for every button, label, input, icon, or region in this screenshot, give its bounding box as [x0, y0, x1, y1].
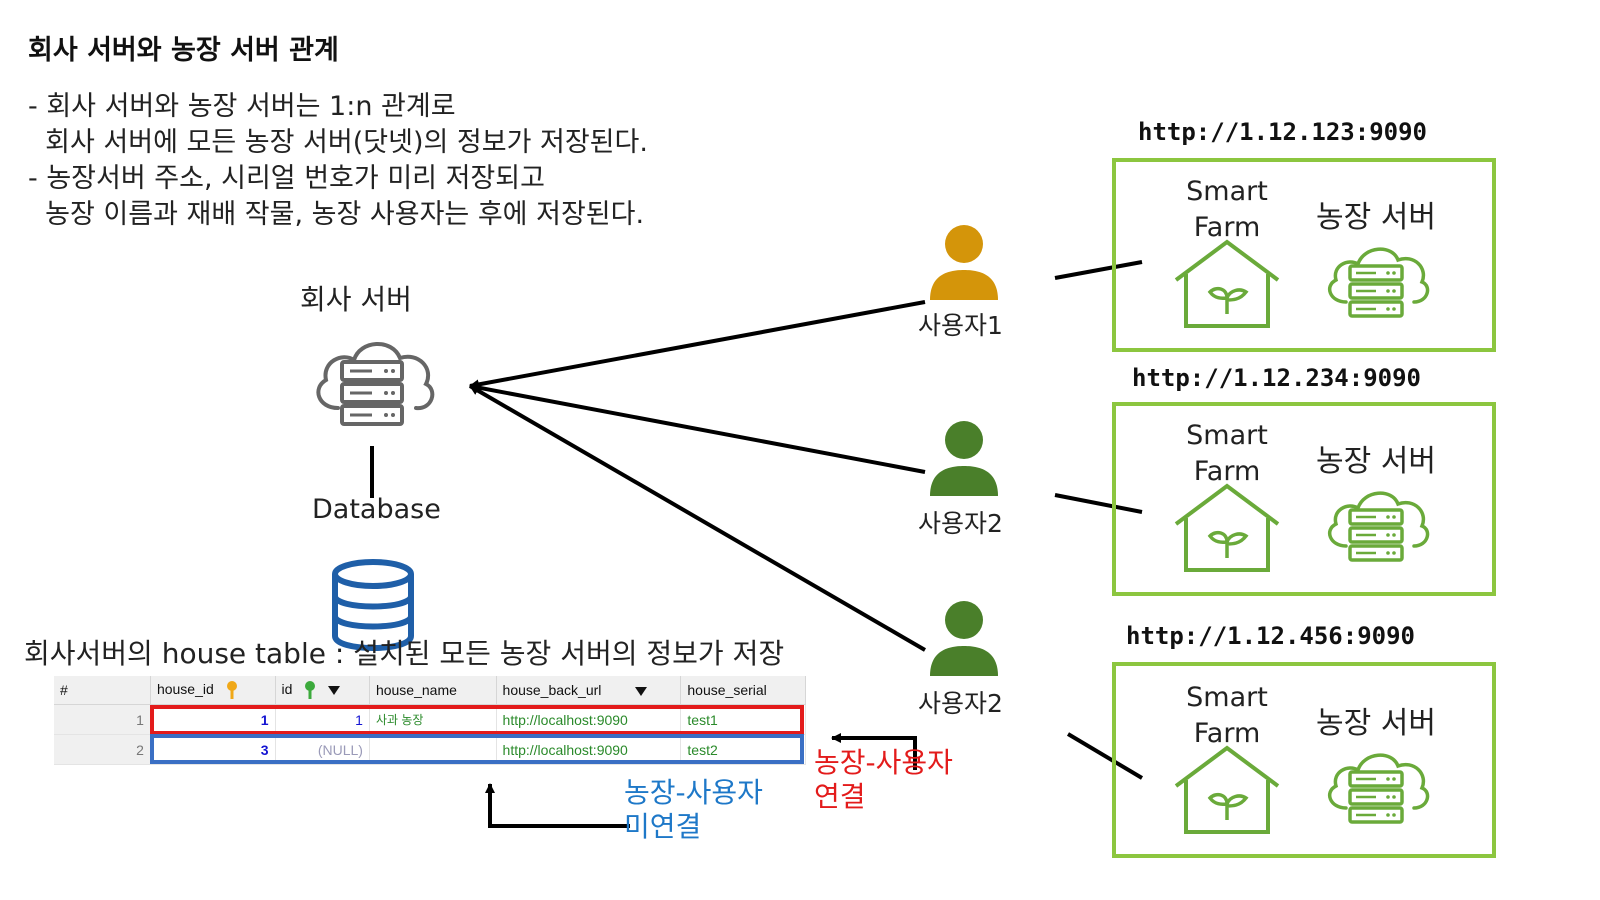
cloud-server-icon: [316, 342, 435, 426]
smart-farm-label: Smart Farm: [1162, 174, 1292, 246]
cloud-server-icon: [1327, 247, 1430, 318]
company-server-label: 회사 서버: [300, 283, 412, 316]
unlinked-annotation: 농장-사용자 미연결: [624, 776, 763, 844]
smart-farm-text: Farm: [1193, 718, 1261, 749]
row-number: 1: [54, 704, 151, 735]
description-line: 회사 서버에 모든 농장 서버(닷넷)의 정보가 저장된다.: [28, 127, 648, 158]
user-icon: [930, 225, 998, 300]
greenhouse-icon: [1174, 745, 1280, 834]
house-id-cell[interactable]: 3: [150, 734, 276, 765]
linked-annotation-line: 연결: [814, 780, 866, 813]
primary-key-icon: [226, 681, 237, 700]
farm-server-box: Smart Farm 농장 서버: [1112, 158, 1496, 352]
user1-to-farm-line: [1054, 260, 1143, 280]
smart-farm-text: Farm: [1193, 212, 1261, 243]
user-icon: [930, 601, 998, 676]
greenhouse-icon: [1174, 483, 1280, 572]
farm-url: http://1.12.456:9090: [1126, 622, 1415, 650]
farm-server-label: 농장 서버: [1316, 200, 1436, 235]
unlinked-annotation-line: 미연결: [624, 810, 702, 843]
sort-desc-icon: [328, 686, 341, 696]
farm-server-box: Smart Farm 농장 서버: [1112, 402, 1496, 596]
database-label: Database: [312, 494, 441, 525]
column-header[interactable]: house_serial: [680, 676, 806, 705]
house-serial-cell[interactable]: test2: [680, 734, 806, 765]
linked-arrow: [831, 733, 917, 770]
house-back-url-cell[interactable]: http://localhost:9090: [496, 734, 682, 765]
linked-annotation: 농장-사용자 연결: [814, 746, 953, 814]
user-label: 사용자1: [918, 311, 1003, 340]
column-header[interactable]: #: [54, 676, 151, 705]
user3-to-farm-line: [1066, 732, 1144, 780]
user-label: 사용자2: [918, 689, 1003, 718]
smart-farm-label: Smart Farm: [1162, 680, 1292, 752]
house-name-cell[interactable]: [369, 734, 497, 765]
smart-farm-text: Smart: [1186, 420, 1268, 451]
farm-url: http://1.12.123:9090: [1138, 118, 1427, 146]
description-line: - 농장서버 주소, 시리얼 번호가 미리 저장되고: [28, 163, 545, 194]
house-name-cell[interactable]: 사과 농장: [369, 704, 497, 735]
house-table: # house_id id house_name house_back_url: [54, 676, 806, 765]
user2-to-company-line: [469, 382, 926, 474]
column-header[interactable]: house_back_url: [496, 676, 682, 705]
id-cell[interactable]: 1: [275, 704, 370, 735]
id-cell[interactable]: (NULL): [275, 734, 370, 765]
column-header[interactable]: house_name: [369, 676, 497, 705]
smart-farm-text: Farm: [1193, 456, 1261, 487]
farm-server-label: 농장 서버: [1316, 444, 1436, 479]
farm-server-label: 농장 서버: [1316, 706, 1436, 741]
user-label: 사용자2: [918, 509, 1003, 538]
linked-row-highlight: [150, 705, 804, 735]
page-title: 회사 서버와 농장 서버 관계: [28, 35, 339, 66]
smart-farm-text: Smart: [1186, 176, 1268, 207]
table-header-row: # house_id id house_name house_back_url: [54, 676, 806, 705]
user1-to-company-line: [469, 300, 926, 390]
sort-desc-icon: [635, 687, 648, 697]
table-caption: 회사서버의 house table : 설치된 모든 농장 서버의 정보가 저장: [24, 637, 785, 670]
description-line: - 회사 서버와 농장 서버는 1:n 관계로: [28, 91, 456, 122]
unlinked-arrow: [485, 783, 630, 828]
cloud-server-icon: [1327, 753, 1430, 824]
database-icon: [332, 559, 414, 651]
user2-to-farm-line: [1054, 493, 1143, 514]
linked-annotation-line: 농장-사용자: [814, 746, 953, 779]
row-number: 2: [54, 734, 151, 765]
foreign-key-icon: [305, 681, 316, 700]
cloud-server-icon: [1327, 491, 1430, 562]
column-header[interactable]: house_id: [150, 676, 276, 705]
user-icon: [930, 421, 998, 496]
description-line: 농장 이름과 재배 작물, 농장 사용자는 후에 저장된다.: [28, 199, 645, 230]
user3-to-company-line: [468, 384, 927, 652]
unlinked-row-highlight: [150, 734, 804, 764]
smart-farm-text: Smart: [1186, 682, 1268, 713]
column-header[interactable]: id: [275, 676, 370, 705]
smart-farm-label: Smart Farm: [1162, 418, 1292, 490]
greenhouse-icon: [1174, 239, 1280, 328]
farm-url: http://1.12.234:9090: [1132, 364, 1421, 392]
unlinked-annotation-line: 농장-사용자: [624, 776, 763, 809]
table-row[interactable]: 2 3 (NULL) http://localhost:9090 test2: [54, 734, 806, 765]
farm-server-box: Smart Farm 농장 서버: [1112, 662, 1496, 858]
